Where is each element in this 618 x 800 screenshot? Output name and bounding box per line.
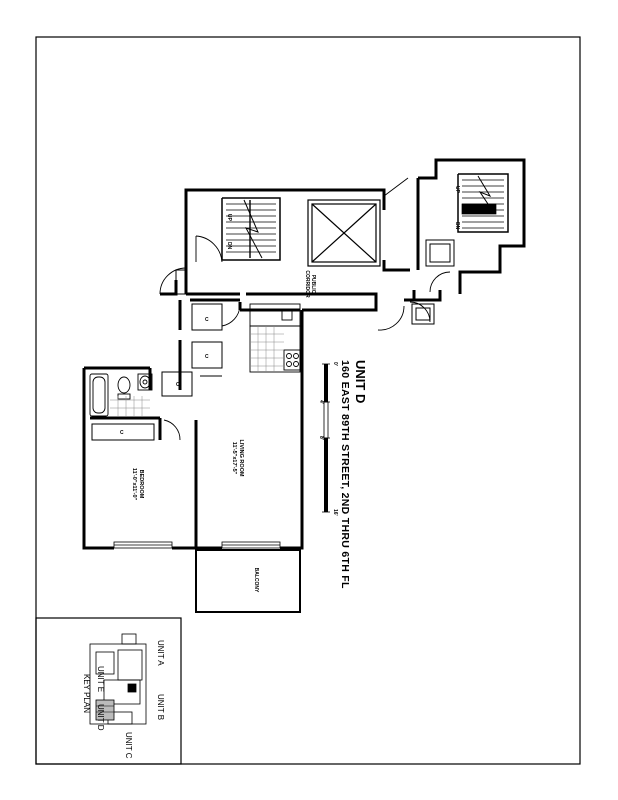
- stair-up-label: UP: [226, 214, 232, 222]
- key-plan-unit-label: UNIT D: [96, 704, 105, 731]
- corridor-label: CORRIDOR: [304, 270, 310, 298]
- key-plan-box: [35, 617, 182, 765]
- bathroom: [89, 373, 153, 417]
- bathroom-tile-grid: [110, 396, 150, 416]
- key-plan-unit-label: UNIT A: [156, 640, 165, 666]
- living-room-label: LIVING ROOM: [238, 440, 244, 477]
- closet-label: C: [205, 317, 209, 323]
- bedroom-label: BEDROOM: [138, 470, 144, 499]
- scale-bar: [322, 363, 330, 513]
- scale-label: 16': [332, 509, 338, 516]
- stairs-left: [226, 199, 276, 259]
- bedroom-size: 11'-0"x11'-0": [131, 468, 137, 501]
- closet-label: C: [120, 430, 124, 436]
- balcony: [195, 549, 301, 613]
- closet-label: C: [205, 354, 209, 360]
- address-title: 160 EAST 89TH STREET, 2ND THRU 6TH FL: [339, 360, 351, 589]
- key-plan-title: KEY PLAN: [82, 674, 91, 713]
- stair-dn-label: DN: [226, 242, 232, 250]
- scale-label: 4': [318, 400, 324, 404]
- kitchen-tile-grid: [250, 326, 284, 372]
- stair-dn-label: DN: [454, 222, 460, 230]
- kitchen: [249, 303, 301, 373]
- closets: [91, 303, 223, 441]
- stair-up-label: UP: [454, 186, 460, 194]
- scale-label: 0': [332, 362, 338, 366]
- key-plan-drawing: [89, 633, 147, 725]
- sheet-border: [35, 36, 581, 765]
- windows: [113, 541, 281, 549]
- unit-title: UNIT D: [353, 360, 368, 403]
- corridor-door-frame: [175, 269, 187, 295]
- walls: [82, 158, 526, 550]
- closet-label: C: [176, 382, 180, 388]
- key-plan-unit-label: UNIT C: [124, 732, 133, 759]
- balcony-label: BALCONY: [253, 568, 259, 593]
- elevator: [307, 199, 381, 267]
- doors: [159, 177, 451, 441]
- key-plan-unit-label: UNIT E: [96, 666, 105, 692]
- corridor-label: PUBLIC: [310, 275, 316, 294]
- living-room-size: 11'-5"x17'-5": [231, 442, 237, 475]
- scale-label: 8': [318, 436, 324, 440]
- stairs-right: [461, 175, 504, 229]
- shaft-boxes: [411, 239, 455, 325]
- key-plan-unit-label: UNIT B: [156, 694, 165, 720]
